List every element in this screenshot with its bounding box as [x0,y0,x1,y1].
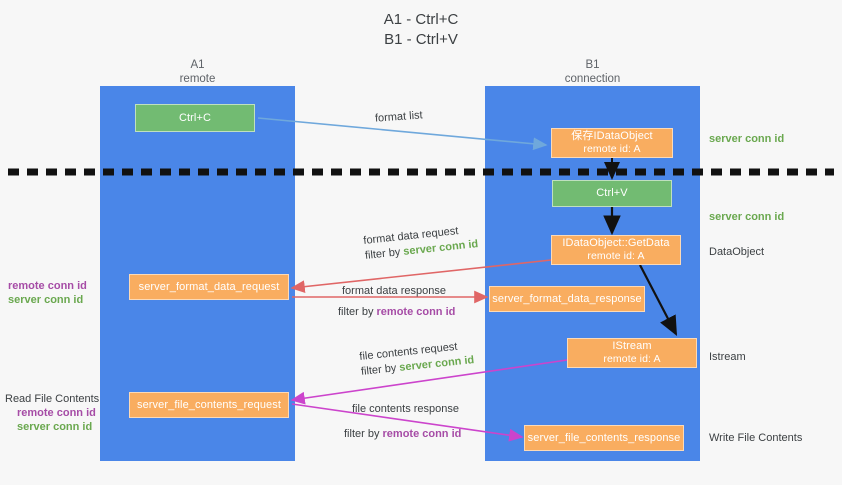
title-line-1: A1 - Ctrl+C [383,11,459,28]
node-getdata[interactable]: IDataObject::GetData remote id: A [551,235,681,265]
right-annotation-write-file-contents: Write File Contents [709,432,803,444]
node-istream[interactable]: IStream remote id: A [567,338,697,368]
lane-header-b1: B1 connection [485,58,700,86]
node-server-file-contents-response-label: server_file_contents_response [527,431,681,444]
node-getdata-remote-id: remote id: A [587,250,645,262]
edge-label-file-contents-request: file contents request filter by server c… [359,338,475,380]
node-save-idataobject-label: 保存IDataObject [571,130,653,142]
node-save-idataobject[interactable]: 保存IDataObject remote id: A [551,128,673,158]
node-ctrl-v-label: Ctrl+V [596,187,628,199]
lane-b1-name: B1 [585,59,600,71]
edge-label-file-contents-response-filter: filter by remote conn id [344,427,461,442]
left-remote-conn-id-2: remote conn id [17,407,96,419]
node-server-format-data-response[interactable]: server_format_data_response [489,286,645,312]
node-server-format-data-request-label: server_format_data_request [138,280,280,293]
edge-label-file-contents-response-text: file contents response [352,403,460,415]
node-ctrl-c[interactable]: Ctrl+C [135,104,255,132]
left-read-file-contents-label: Read File Contents [5,393,100,405]
edge-label-format-data-response: format data response filter by remote co… [338,284,455,320]
right-annotation-istream: Istream [709,351,746,363]
left-server-conn-id-1: server conn id [8,294,84,306]
edge-label-file-contents-response: file contents response filter by remote … [344,402,461,442]
edge-label-format-list: format list [375,108,424,126]
node-ctrl-c-label: Ctrl+C [178,111,212,124]
diagram-title: A1 - Ctrl+C B1 - Ctrl+V [0,10,842,50]
node-server-format-data-response-label: server_format_data_response [492,292,642,305]
filter-value-remote-conn-id: remote conn id [382,428,462,440]
node-ctrl-v[interactable]: Ctrl+V [552,180,672,207]
right-annotation-server-conn-id-1: server conn id [709,133,785,145]
lane-header-a1: A1 remote [100,58,295,86]
left-annotation-file-ids: Read File Contents remote conn id server… [5,392,99,434]
node-istream-label: IStream [612,340,652,352]
edge-label-format-list-text: format list [374,109,424,125]
lane-b1-role: connection [564,73,621,85]
left-annotation-format-ids: remote conn id server conn id [8,279,87,307]
node-save-idataobject-remote-id: remote id: A [583,143,641,155]
filter-prefix: filter by [344,428,383,440]
filter-value-remote-conn-id: remote conn id [376,306,456,318]
title-line-2: B1 - Ctrl+V [384,31,458,48]
edge-label-format-data-response-text: format data response [342,285,446,297]
node-server-file-contents-response[interactable]: server_file_contents_response [524,425,684,451]
left-server-conn-id-2: server conn id [17,421,93,433]
filter-prefix: filter by [364,245,404,262]
left-remote-conn-id-1: remote conn id [8,280,87,292]
node-server-format-data-request[interactable]: server_format_data_request [129,274,289,300]
right-annotation-dataobject: DataObject [709,246,765,258]
node-server-file-contents-request-label: server_file_contents_request [136,398,282,411]
edge-label-format-data-request: format data request filter by server con… [363,222,479,264]
node-server-file-contents-request[interactable]: server_file_contents_request [129,392,289,418]
filter-prefix: filter by [338,306,377,318]
lane-a1-role: remote [179,73,216,85]
right-annotation-server-conn-id-2: server conn id [709,211,785,223]
edge-label-format-data-response-filter: filter by remote conn id [338,305,455,320]
phase-separator [8,168,834,176]
filter-prefix: filter by [360,361,400,378]
node-getdata-label: IDataObject::GetData [562,237,670,249]
lane-a1-name: A1 [190,59,205,71]
node-istream-remote-id: remote id: A [603,353,661,365]
